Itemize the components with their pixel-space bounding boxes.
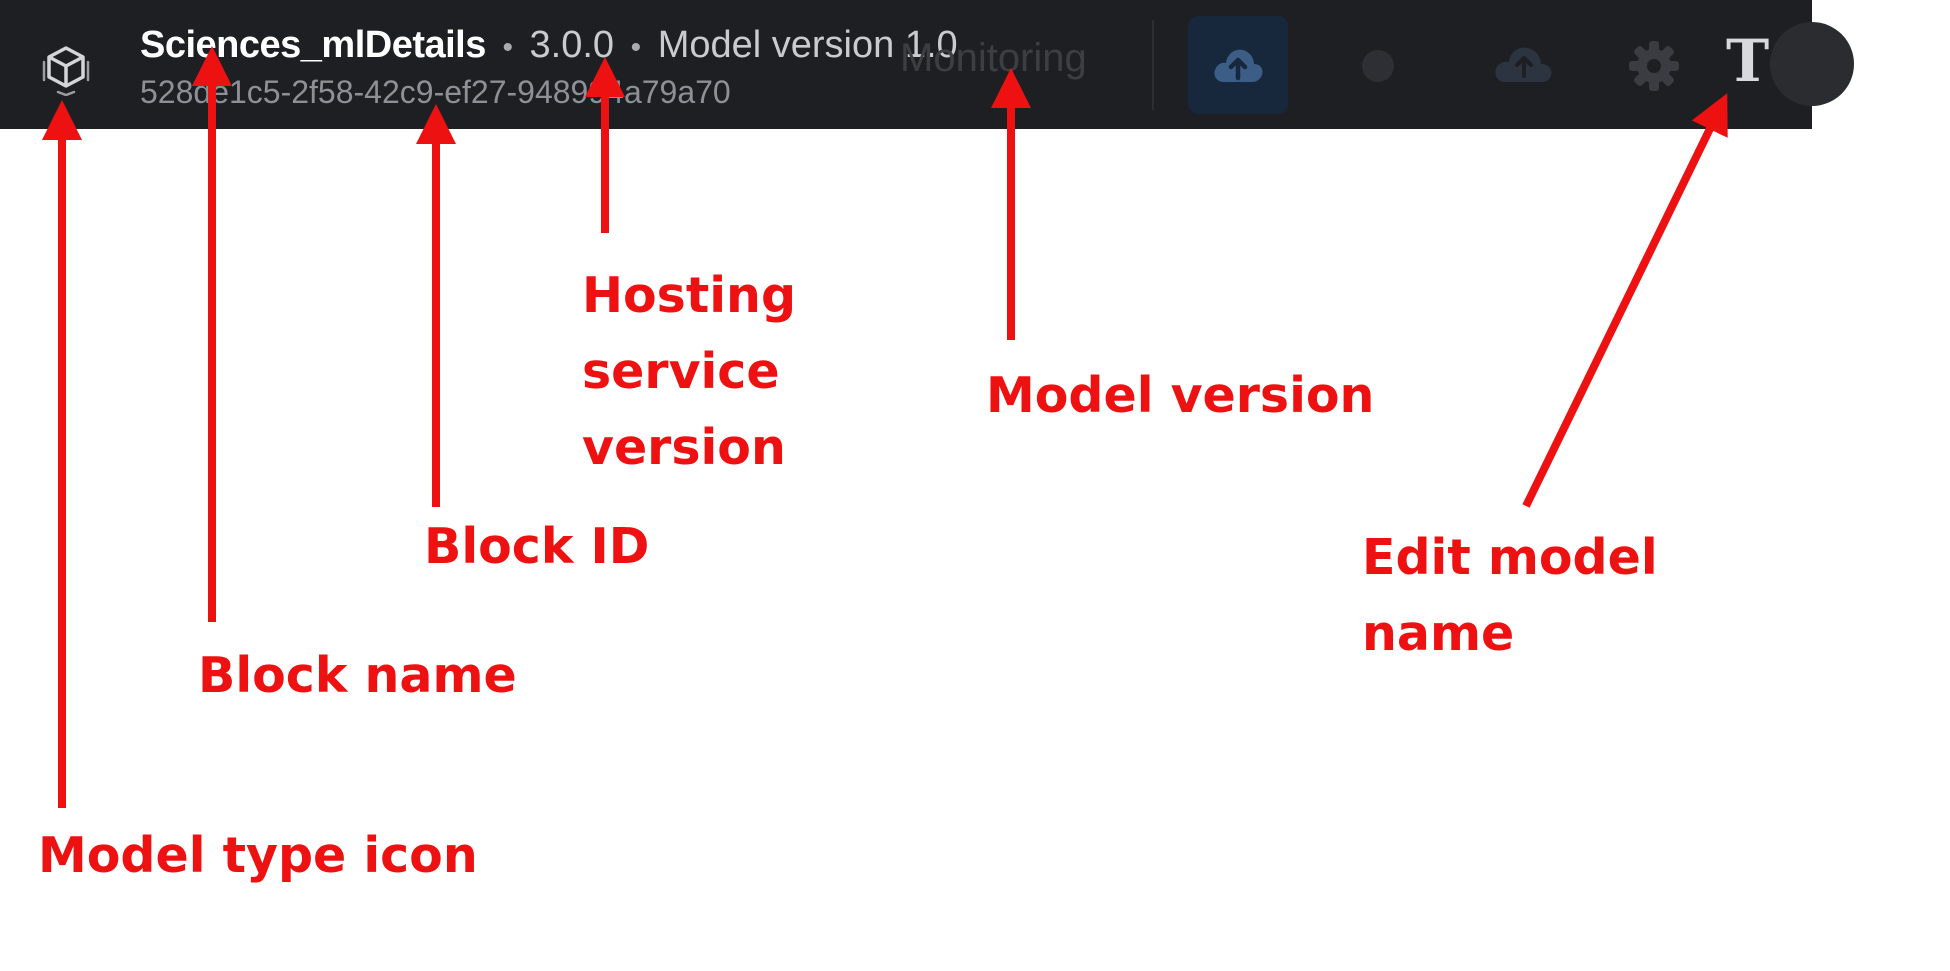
avatar[interactable] (1770, 22, 1854, 106)
label-block-id: Block ID (424, 518, 650, 575)
cloud-upload-icon (1214, 49, 1263, 82)
cloud-icon (1495, 47, 1552, 82)
label-hosting-service-version: Hosting service version (582, 267, 797, 476)
label-model-version: Model version (986, 367, 1375, 424)
separator-dot: • (630, 31, 642, 64)
dot-icon[interactable] (1362, 50, 1394, 82)
gear-icon (1629, 41, 1679, 91)
label-block-name: Block name (198, 647, 517, 704)
settings-button[interactable] (1626, 38, 1682, 98)
upload-button[interactable] (1188, 16, 1288, 114)
arrow-edit-model-name (1522, 93, 1728, 508)
toolbar-divider (1152, 20, 1154, 110)
label-model-type-icon: Model type icon (38, 827, 478, 884)
model-header-bar: Sciences_mlDetails • 3.0.0 • Model versi… (0, 0, 1854, 129)
model-version: Model version 1.0 (657, 24, 958, 66)
edit-model-name-button[interactable]: T (1726, 27, 1770, 95)
cloud-button[interactable] (1490, 40, 1560, 94)
label-edit-model-name: Edit model name (1362, 529, 1658, 662)
separator-dot: • (502, 31, 513, 64)
cube-icon (38, 40, 94, 97)
